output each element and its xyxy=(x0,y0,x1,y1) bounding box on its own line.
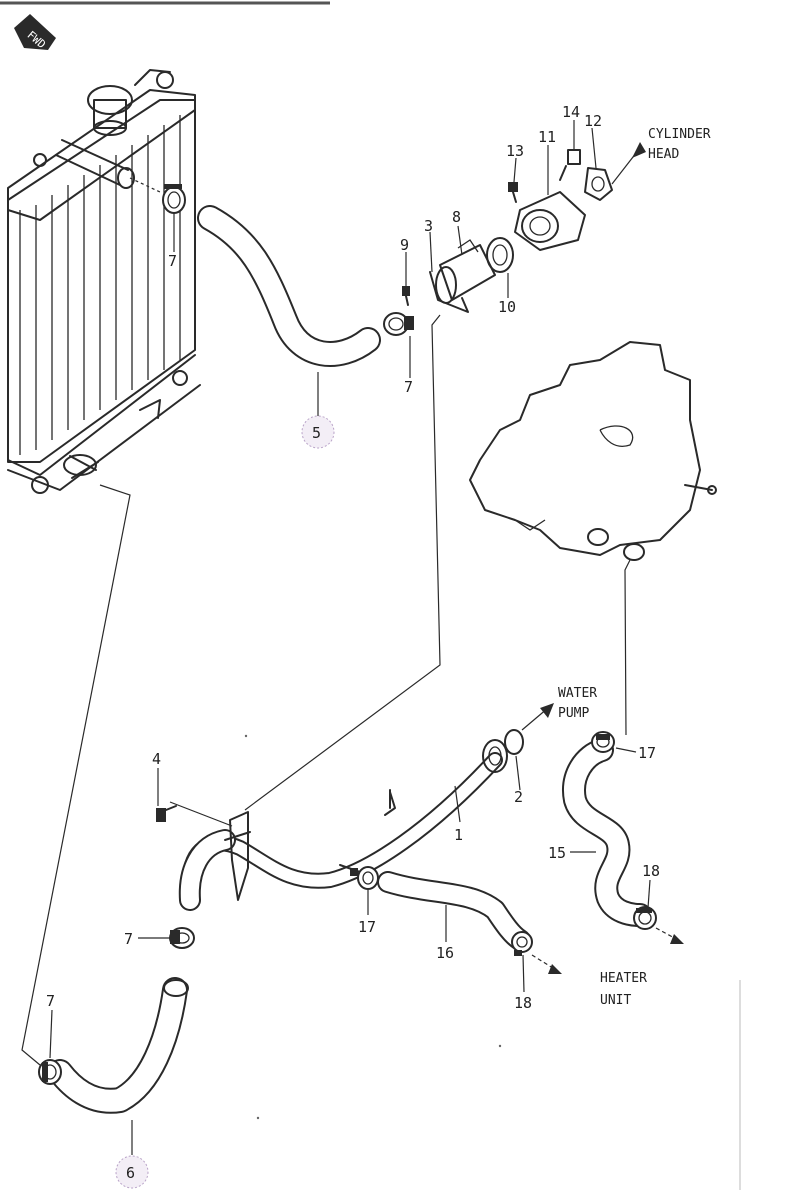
lower-radiator-hose xyxy=(47,977,189,1114)
callout-9: 9 xyxy=(400,236,409,254)
callout-17-right: 17 xyxy=(638,744,656,762)
pipe-hose-stub xyxy=(178,829,236,911)
callout-7-lower-left: 7 xyxy=(46,992,55,1010)
callout-numbers: 1 2 3 4 5 6 7 7 7 7 8 9 10 11 12 13 14 1… xyxy=(46,103,660,1182)
hose-clamp-17-left xyxy=(350,866,379,890)
callout-3: 3 xyxy=(424,217,433,235)
callout-8: 8 xyxy=(452,208,461,226)
hose-clamp-18-right xyxy=(633,906,657,930)
upper-radiator-hose xyxy=(197,205,381,367)
hose-clamp-17-right xyxy=(591,731,615,753)
scan-specks xyxy=(244,734,741,1190)
callout-10: 10 xyxy=(498,298,516,316)
hose-clamp-18-left xyxy=(511,931,533,956)
callout-halo-6 xyxy=(115,1155,149,1189)
inlet-pipe-8 xyxy=(435,239,496,304)
callout-11: 11 xyxy=(538,128,556,146)
callout-5: 5 xyxy=(312,424,321,442)
connection-lines xyxy=(21,142,684,1066)
engine-block xyxy=(469,341,717,561)
water-pump-label-line1: WATER xyxy=(558,686,597,701)
thermostat-10 xyxy=(486,237,514,273)
callout-18-left: 18 xyxy=(514,994,532,1012)
heater-unit-label-line2: UNIT xyxy=(600,993,631,1008)
callout-7-upper-right: 7 xyxy=(404,378,413,396)
hose-clamp-lower-left xyxy=(38,1059,62,1085)
callout-halo-5 xyxy=(301,415,335,449)
callout-14: 14 xyxy=(562,103,580,121)
callout-1: 1 xyxy=(454,826,463,844)
heater-unit-label-line1: HEATER xyxy=(600,971,647,986)
callout-13: 13 xyxy=(506,142,524,160)
sensor-14 xyxy=(559,149,581,181)
callout-4: 4 xyxy=(152,750,161,768)
bracket-3 xyxy=(429,271,469,313)
hose-clamp-upper-left xyxy=(162,184,186,214)
callout-7-lower-mid: 7 xyxy=(124,930,133,948)
water-pipe-1 xyxy=(182,739,508,889)
hose-clamp-upper-right xyxy=(383,312,414,336)
bolt-13 xyxy=(508,182,518,203)
bolt-4 xyxy=(156,805,177,822)
pipe-bracket xyxy=(224,811,251,901)
o-ring-2 xyxy=(504,729,524,755)
heater-hose-16 xyxy=(377,871,531,951)
callout-16: 16 xyxy=(436,944,454,962)
radiator xyxy=(7,69,201,494)
callout-12: 12 xyxy=(584,112,602,130)
callout-2: 2 xyxy=(514,788,523,806)
thermostat-cap-11 xyxy=(514,191,586,251)
bolt-9 xyxy=(402,286,410,306)
callout-15: 15 xyxy=(548,844,566,862)
destination-labels: CYLINDER HEAD WATER PUMP HEATER UNIT xyxy=(558,127,711,1008)
callout-17-left: 17 xyxy=(358,918,376,936)
cylinder-head-label-line1: CYLINDER xyxy=(648,127,711,142)
cylinder-head-label-line2: HEAD xyxy=(648,147,679,162)
hose-clamp-lower-mid xyxy=(169,927,195,949)
gasket-12 xyxy=(584,167,613,201)
fwd-arrow-badge: FWD xyxy=(14,14,56,51)
callout-18-right: 18 xyxy=(642,862,660,880)
callout-6: 6 xyxy=(126,1164,135,1182)
callout-7-upper-left: 7 xyxy=(168,252,177,270)
water-pump-label-line2: PUMP xyxy=(558,706,589,721)
callout-leaders xyxy=(49,120,651,1155)
heater-hose-15 xyxy=(562,738,652,927)
